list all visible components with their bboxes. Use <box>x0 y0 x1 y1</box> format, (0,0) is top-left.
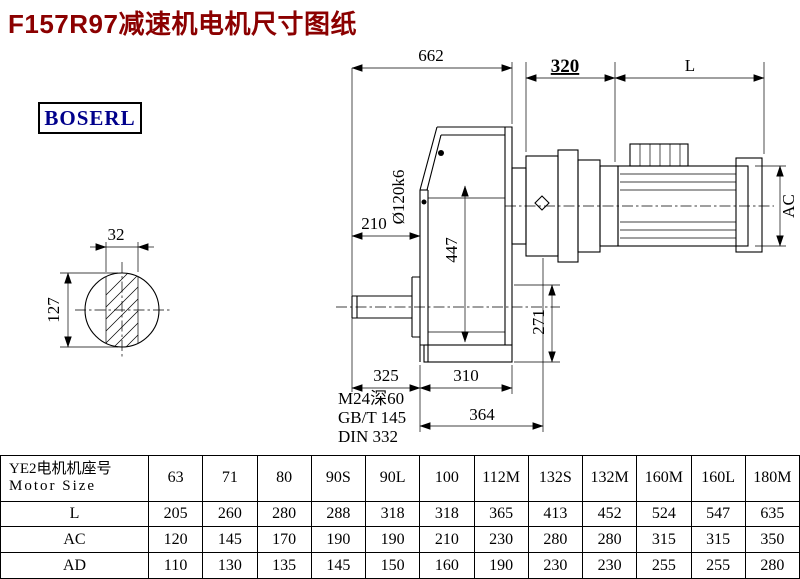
motor-size-cell: 63 <box>147 455 204 502</box>
value-cell: 315 <box>636 526 692 554</box>
value-cell: 280 <box>527 526 584 554</box>
value-cell: 255 <box>636 552 692 579</box>
dim-325: 325 <box>373 366 399 385</box>
value-cell: 160 <box>419 552 475 579</box>
dim-210: 210 <box>361 214 387 233</box>
motor-size-cell: 132M <box>581 455 638 502</box>
technical-drawing: 32 127 <box>44 46 798 446</box>
value-cell: 210 <box>419 526 475 554</box>
value-cell: 315 <box>690 526 746 554</box>
value-cell: 135 <box>256 552 312 579</box>
dim-447: 447 <box>442 237 461 263</box>
value-cell: 413 <box>527 500 584 528</box>
value-cell: 280 <box>744 552 800 579</box>
bolt-dot <box>421 199 427 205</box>
page-title: F157R97减速机电机尺寸图纸 <box>8 9 357 39</box>
value-cell: 255 <box>690 552 746 579</box>
value-cell: 318 <box>364 500 421 528</box>
value-cell: 365 <box>473 500 529 528</box>
motor-size-cell: 160L <box>690 455 746 502</box>
coupling-diamond <box>534 195 550 211</box>
dim-flange-diameter: Ø120k6 <box>389 170 408 225</box>
dim-127: 127 <box>44 297 63 323</box>
value-cell: 120 <box>147 526 204 554</box>
motor-size-cell: 160M <box>636 455 692 502</box>
value-cell: 318 <box>419 500 475 528</box>
value-cell: 130 <box>202 552 258 579</box>
value-cell: 280 <box>581 526 638 554</box>
header-en: Motor Size <box>9 478 97 495</box>
motor-size-cell: 112M <box>473 455 529 502</box>
shaft-end-view: 32 127 <box>44 225 170 358</box>
dim-32: 32 <box>108 225 125 244</box>
value-cell: 230 <box>527 552 584 579</box>
note-din-standard: DIN 332 <box>338 427 398 446</box>
boserl-logo: BOSERL <box>38 102 142 134</box>
value-cell: 280 <box>256 500 312 528</box>
value-cell: 145 <box>310 552 367 579</box>
motor-size-cell: 71 <box>202 455 258 502</box>
dimensions: 662 320 L 210 Ø120k6 447 271 <box>338 46 798 446</box>
motor-size-cell: 180M <box>744 455 800 502</box>
row-label-cell: AC <box>0 526 149 554</box>
dim-L: L <box>685 56 695 75</box>
motor-size-cell: 132S <box>527 455 584 502</box>
motor-size-cell: 100 <box>419 455 475 502</box>
dim-320: 320 <box>551 56 580 77</box>
motor-size-cell: 90S <box>310 455 367 502</box>
value-cell: 635 <box>744 500 800 528</box>
value-cell: 230 <box>581 552 638 579</box>
value-cell: 170 <box>256 526 312 554</box>
motor-size-cell: 90L <box>364 455 421 502</box>
header-cn: YE2电机机座号 <box>9 461 112 478</box>
value-cell: 190 <box>473 552 529 579</box>
motor-size-cell: 80 <box>256 455 312 502</box>
dim-AC: AC <box>779 194 798 218</box>
motor-side-view <box>505 143 774 263</box>
bolt-dot <box>438 150 444 156</box>
value-cell: 190 <box>364 526 421 554</box>
dim-364: 364 <box>469 405 495 424</box>
value-cell: 230 <box>473 526 529 554</box>
row-label-cell: AD <box>0 552 149 579</box>
value-cell: 350 <box>744 526 800 554</box>
note-tapped-hole: M24深60 <box>338 389 404 408</box>
motor-size-header: YE2电机机座号 Motor Size <box>0 455 149 502</box>
value-cell: 190 <box>310 526 367 554</box>
value-cell: 288 <box>310 500 367 528</box>
row-label-cell: L <box>0 500 149 528</box>
note-gb-standard: GB/T 145 <box>338 408 406 427</box>
value-cell: 260 <box>202 500 258 528</box>
value-cell: 205 <box>147 500 204 528</box>
value-cell: 524 <box>636 500 692 528</box>
value-cell: 547 <box>690 500 746 528</box>
dim-310: 310 <box>453 366 479 385</box>
dim-662: 662 <box>418 46 444 65</box>
dim-271: 271 <box>529 309 548 335</box>
value-cell: 145 <box>202 526 258 554</box>
value-cell: 150 <box>364 552 421 579</box>
value-cell: 452 <box>581 500 638 528</box>
gearbox-front-view <box>336 126 560 363</box>
value-cell: 110 <box>147 552 204 579</box>
